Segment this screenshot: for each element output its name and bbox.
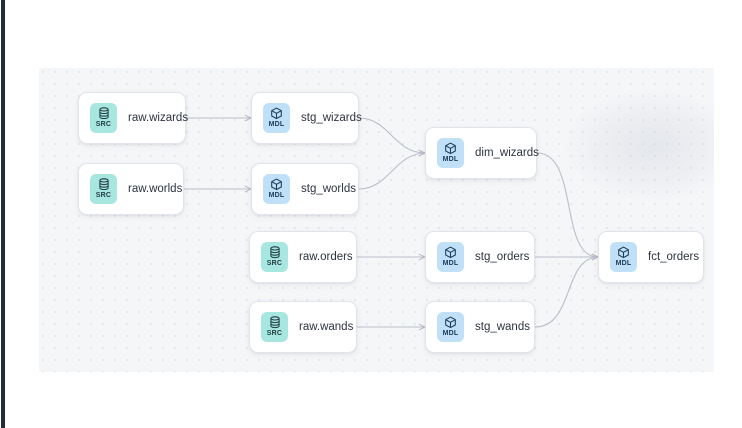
node-raw-worlds[interactable]: SRC raw.worlds	[78, 163, 184, 215]
lineage-canvas[interactable]: SRC raw.wizards SRC raw.worlds	[39, 68, 714, 372]
src-badge: SRC	[261, 312, 288, 342]
cube-icon	[271, 178, 282, 191]
cube-icon	[271, 107, 282, 120]
node-stg-worlds[interactable]: MDL stg_worlds	[251, 163, 359, 215]
node-raw-wizards[interactable]: SRC raw.wizards	[78, 92, 189, 144]
cube-icon	[445, 142, 456, 155]
edge-stg-wands-fct-orders	[534, 253, 599, 328]
node-label: stg_worlds	[301, 183, 356, 195]
badge-kind-label: SRC	[95, 192, 112, 199]
edge-dim-wizards-fct-orders	[536, 152, 599, 261]
node-raw-wands[interactable]: SRC raw.wands	[249, 301, 357, 353]
badge-kind-label: MDL	[442, 156, 459, 163]
badge-kind-label: MDL	[442, 260, 459, 267]
node-stg-wands[interactable]: MDL stg_wands	[425, 301, 535, 353]
cube-icon	[445, 316, 456, 329]
badge-kind-label: MDL	[615, 260, 632, 267]
node-label: stg_wizards	[301, 112, 362, 124]
badge-kind-label: MDL	[442, 330, 459, 337]
badge-kind-label: MDL	[268, 192, 285, 199]
cube-icon	[618, 246, 629, 259]
database-icon	[269, 316, 280, 329]
database-icon	[98, 178, 109, 191]
node-label: raw.wands	[299, 321, 354, 333]
left-nav-rail	[1, 0, 5, 428]
edge-stg-wizards-dim-wizards	[358, 117, 426, 157]
mdl-badge: MDL	[437, 242, 464, 272]
mdl-badge: MDL	[437, 312, 464, 342]
mdl-badge: MDL	[437, 138, 464, 168]
src-badge: SRC	[261, 242, 288, 272]
node-dim-wizards[interactable]: MDL dim_wizards	[425, 127, 539, 179]
cube-icon	[445, 246, 456, 259]
mdl-badge: MDL	[263, 103, 290, 133]
node-label: raw.wizards	[128, 112, 189, 124]
badge-kind-label: SRC	[95, 121, 112, 128]
src-badge: SRC	[90, 174, 117, 204]
src-badge: SRC	[90, 103, 117, 133]
badge-kind-label: SRC	[266, 260, 283, 267]
badge-kind-label: MDL	[268, 121, 285, 128]
node-raw-orders[interactable]: SRC raw.orders	[249, 231, 357, 283]
node-fct-orders[interactable]: MDL fct_orders	[598, 231, 704, 283]
node-stg-orders[interactable]: MDL stg_orders	[425, 231, 535, 283]
node-label: fct_orders	[648, 251, 700, 263]
node-label: stg_wands	[475, 321, 530, 333]
database-icon	[98, 107, 109, 120]
mdl-badge: MDL	[263, 174, 290, 204]
node-label: stg_orders	[475, 251, 530, 263]
node-label: raw.worlds	[128, 183, 183, 195]
node-stg-wizards[interactable]: MDL stg_wizards	[251, 92, 362, 144]
fct-orders-halo	[564, 90, 714, 202]
mdl-badge: MDL	[610, 242, 637, 272]
database-icon	[269, 246, 280, 259]
node-label: dim_wizards	[475, 147, 539, 159]
edge-stg-worlds-dim-wizards	[358, 149, 426, 190]
node-label: raw.orders	[299, 251, 353, 263]
badge-kind-label: SRC	[266, 330, 283, 337]
